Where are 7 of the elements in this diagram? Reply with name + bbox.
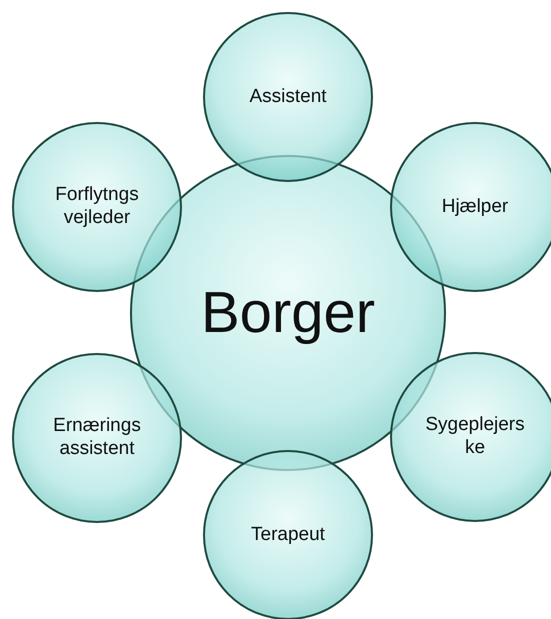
bubble-label: Borger bbox=[200, 279, 376, 348]
bubble-label: Assistent bbox=[249, 86, 327, 108]
bubble-label: Hjælper bbox=[442, 196, 508, 218]
bubble-label: Forflytngs vejleder bbox=[54, 184, 140, 230]
bubble-label: Terapeut bbox=[251, 524, 325, 546]
bubble-label: Ernærings assistent bbox=[52, 415, 142, 461]
bubble-label: Sygeplejerske bbox=[425, 414, 525, 460]
